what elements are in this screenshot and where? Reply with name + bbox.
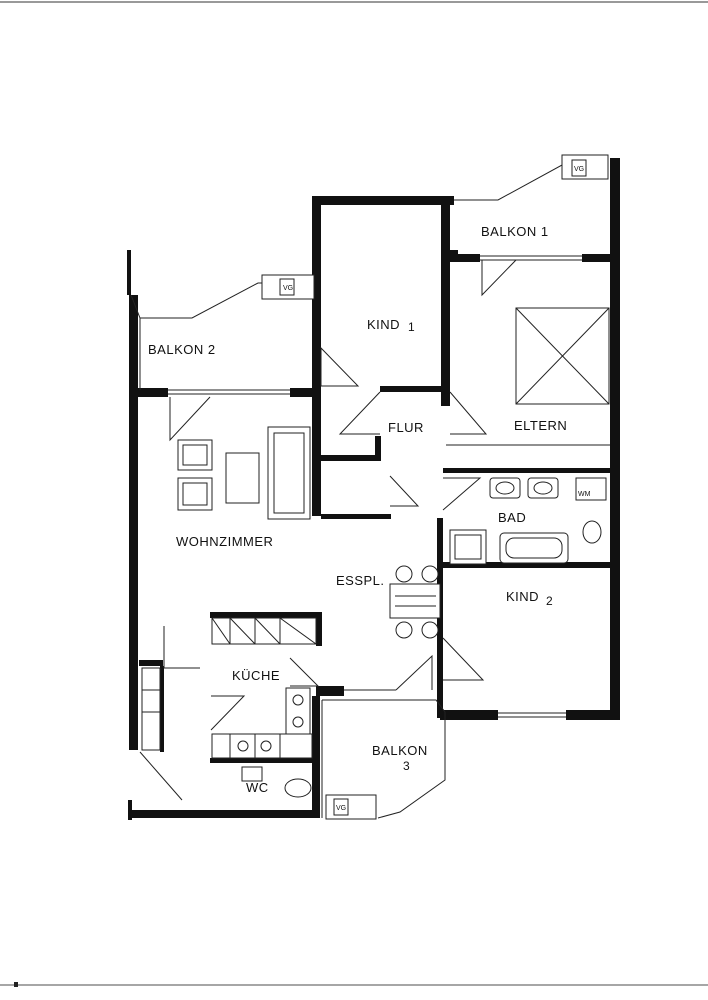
walls <box>127 158 620 820</box>
vg-shaft-top-left: VG <box>261 274 315 300</box>
vg-shaft-top-right: VG <box>561 154 609 180</box>
label-kind-2: KIND <box>506 589 539 604</box>
doors <box>139 259 517 801</box>
dining-table <box>389 565 441 639</box>
shelf <box>141 667 161 751</box>
label-balkon-2: BALKON 2 <box>148 342 216 357</box>
toilet <box>582 520 602 544</box>
toilet <box>284 778 312 798</box>
label-eltern: ELTERN <box>514 418 567 433</box>
kitchen-counter-bottom <box>211 733 313 759</box>
shower <box>449 529 487 565</box>
bathtub <box>499 532 569 564</box>
label-balkon-3-number: 3 <box>403 759 410 773</box>
coffee-table <box>225 452 260 504</box>
sink <box>489 477 521 499</box>
sink <box>527 477 559 499</box>
windows <box>168 255 582 718</box>
room-labels: BALKON 1 BALKON 2 KIND 1 ELTERN FLUR BAD… <box>148 224 567 795</box>
vg-shaft-bottom: VG <box>325 794 377 820</box>
svg-text:VG: VG <box>574 166 584 173</box>
svg-text:VG: VG <box>336 805 346 812</box>
svg-text:WM: WM <box>578 491 591 498</box>
stove <box>285 687 311 735</box>
label-balkon-1: BALKON 1 <box>481 224 549 239</box>
label-wc: WC <box>246 780 269 795</box>
kitchen-counter-top <box>211 617 317 645</box>
furniture: WM <box>141 307 610 798</box>
label-esspl: ESSPL. <box>336 573 385 588</box>
label-kind-2-number: 2 <box>546 594 553 608</box>
wc-sink <box>241 766 263 782</box>
label-balkon-3: BALKON <box>372 743 428 758</box>
washing-machine <box>575 477 607 501</box>
scan-mark <box>14 982 18 987</box>
balconies <box>130 164 570 819</box>
svg-text:VG: VG <box>283 285 293 292</box>
label-wohnzimmer: WOHNZIMMER <box>176 534 273 549</box>
label-bad: BAD <box>498 510 526 525</box>
label-kind-1-number: 1 <box>408 320 415 334</box>
label-flur: FLUR <box>388 420 424 435</box>
label-kind-1: KIND <box>367 317 400 332</box>
label-kueche: KÜCHE <box>232 668 280 683</box>
